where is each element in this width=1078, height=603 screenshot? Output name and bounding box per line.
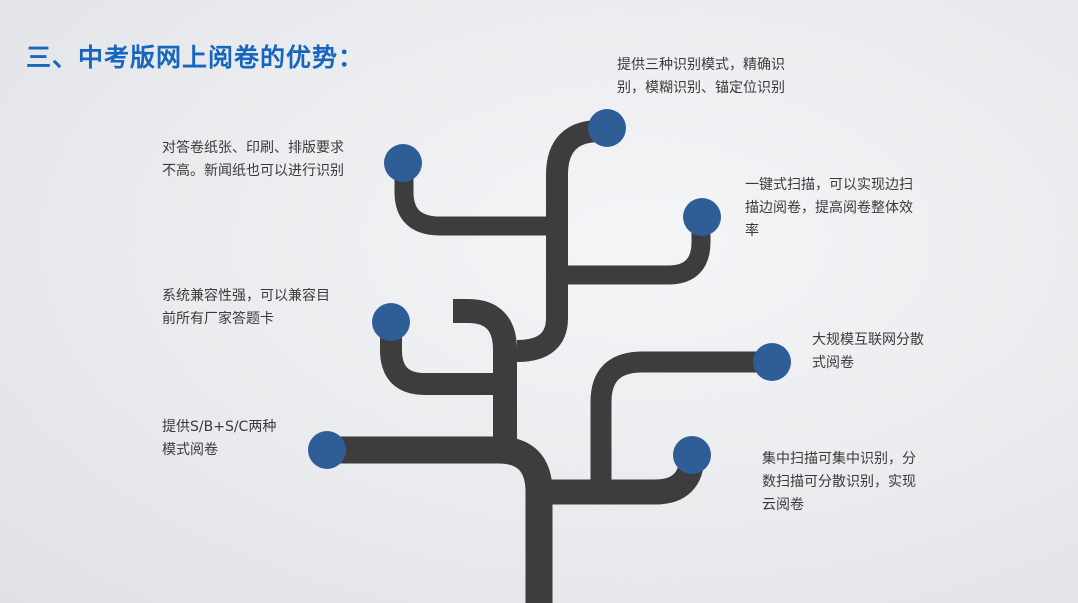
- note-line: 集中扫描可集中识别，分: [762, 451, 916, 467]
- branch-mid-right: [590, 351, 772, 492]
- note-line: 系统兼容性强，可以兼容目: [162, 288, 330, 304]
- note-distributed-marking: 大规模互联网分散 式阅卷: [812, 329, 924, 375]
- note-line: 一键式扫描，可以实现边扫: [745, 177, 913, 193]
- note-line: 数扫描可分散识别，实现: [762, 474, 916, 490]
- node-6: [308, 431, 346, 469]
- branch-upper-right: [557, 217, 711, 285]
- branch-lower-right: [539, 454, 705, 505]
- branch-lower-left-trunk: [327, 436, 553, 603]
- note-line: 提供三种识别模式，精确识: [617, 57, 785, 73]
- note-line: 率: [745, 223, 759, 239]
- branch-upper-left: [394, 170, 557, 236]
- note-cloud-marking: 集中扫描可集中识别，分 数扫描可分散识别，实现 云阅卷: [762, 448, 916, 517]
- note-line: 不高。新闻纸也可以进行识别: [162, 163, 344, 179]
- branch-hook: [453, 299, 517, 445]
- note-line: 别，模糊识别、锚定位识别: [617, 80, 785, 96]
- note-one-click-scan: 一键式扫描，可以实现边扫 描边阅卷，提高阅卷整体效 率: [745, 174, 913, 243]
- node-4: [372, 303, 410, 341]
- slide-title: 三、中考版网上阅卷的优势：: [26, 43, 365, 72]
- node-7: [673, 436, 711, 474]
- note-compatibility: 系统兼容性强，可以兼容目 前所有厂家答题卡: [162, 285, 330, 331]
- note-line: 描边阅卷，提高阅卷整体效: [745, 200, 913, 216]
- note-recognition-modes: 提供三种识别模式，精确识 别，模糊识别、锚定位识别: [617, 54, 785, 100]
- node-2: [384, 144, 422, 182]
- note-bs-cs-modes: 提供S/B+S/C两种 模式阅卷: [162, 416, 276, 462]
- node-5: [753, 343, 791, 381]
- note-line: 对答卷纸张、印刷、排版要求: [162, 140, 344, 156]
- note-line: 大规模互联网分散: [812, 332, 924, 348]
- branch-mid-left: [380, 322, 505, 395]
- branch-top: [516, 120, 601, 362]
- note-paper-requirements: 对答卷纸张、印刷、排版要求 不高。新闻纸也可以进行识别: [162, 137, 344, 183]
- note-line: 模式阅卷: [162, 442, 218, 458]
- node-1: [588, 109, 626, 147]
- note-line: 提供S/B+S/C两种: [162, 419, 277, 435]
- note-line: 前所有厂家答题卡: [162, 311, 274, 327]
- node-3: [683, 198, 721, 236]
- note-line: 云阅卷: [762, 497, 804, 513]
- note-line: 式阅卷: [812, 355, 854, 371]
